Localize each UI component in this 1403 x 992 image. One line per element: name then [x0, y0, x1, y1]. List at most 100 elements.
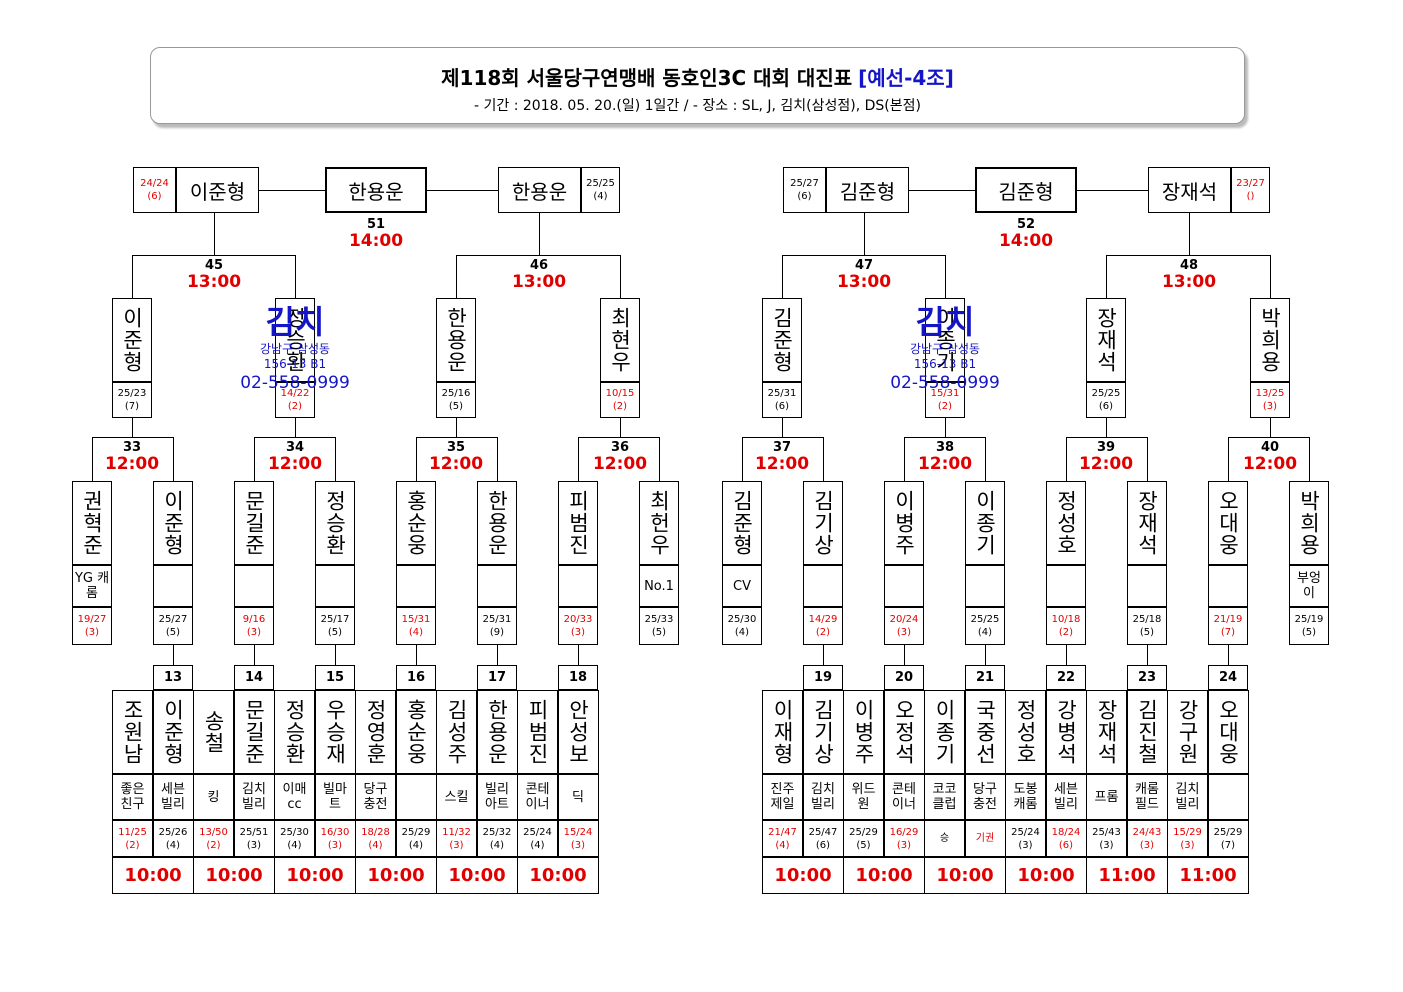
- final-player-a[interactable]: 이준형: [176, 167, 259, 213]
- match-number: 33: [122, 440, 142, 455]
- player-name-vertical[interactable]: 이준형: [112, 298, 152, 382]
- score-cell: 24/24(6): [133, 167, 176, 213]
- bracket-line: [1066, 437, 1147, 438]
- club-cell: [396, 565, 436, 607]
- player-name-vertical[interactable]: 권혁준: [72, 481, 112, 565]
- bracket-line: [945, 418, 946, 437]
- innings-value: (7): [1220, 839, 1236, 851]
- player-name-vertical[interactable]: 이종기: [965, 481, 1005, 565]
- final-winner: 한용운: [325, 167, 427, 213]
- innings-value: (4): [408, 627, 424, 638]
- score-value: 기권: [975, 833, 995, 844]
- player-name-vertical[interactable]: 최현우: [600, 298, 640, 382]
- player-name-vertical[interactable]: 최헌우: [639, 481, 679, 565]
- match-number-box: 19: [803, 665, 843, 690]
- player-name-vertical[interactable]: 장재석: [1127, 481, 1167, 565]
- player-name-vertical[interactable]: 정승환: [274, 690, 315, 774]
- bracket-line: [1066, 437, 1067, 481]
- player-name-vertical[interactable]: 장재석: [1086, 690, 1127, 774]
- score-cell: 25/24(4): [517, 820, 558, 857]
- score-cell: 11/32(3): [436, 820, 477, 857]
- player-name-vertical[interactable]: 강병석: [1045, 690, 1087, 774]
- innings-value: (4): [368, 839, 383, 851]
- player-name-vertical[interactable]: 오대웅: [1208, 481, 1248, 565]
- player-name-vertical[interactable]: 박희용: [1289, 481, 1329, 565]
- player-name-vertical[interactable]: 홍순웅: [395, 690, 437, 774]
- bracket-line: [214, 213, 215, 255]
- club-cell: [477, 565, 517, 607]
- club-cell: 빌마 트: [314, 774, 356, 820]
- club-cell: 콘테 이너: [517, 774, 558, 820]
- player-name-vertical[interactable]: 이준형: [153, 481, 193, 565]
- player-name-vertical[interactable]: 정성호: [1046, 481, 1086, 565]
- player-name-vertical[interactable]: 김준형: [762, 298, 802, 382]
- innings-value: (4): [734, 627, 750, 638]
- player-name-vertical[interactable]: 김기상: [802, 690, 844, 774]
- bracket-line: [173, 437, 174, 481]
- match-time-cell: 10:00: [843, 857, 925, 894]
- title-banner: 제118회 서울당구연맹배 동호인3C 대회 대진표[예선-4조] - 기간 :…: [150, 47, 1245, 124]
- player-name-vertical[interactable]: 조원남: [112, 690, 153, 774]
- player-name-vertical[interactable]: 송철: [193, 690, 234, 774]
- player-name-vertical[interactable]: 국중선: [964, 690, 1006, 774]
- club-cell: No.1: [639, 565, 679, 607]
- score-value: 11/25: [118, 826, 147, 838]
- innings-value: (6): [147, 191, 162, 202]
- final-player-b[interactable]: 한용운: [498, 167, 581, 213]
- player-name-vertical[interactable]: 피범진: [558, 481, 598, 565]
- match-number-box: 21: [965, 665, 1005, 690]
- score-cell: 25/43(3): [1086, 820, 1127, 857]
- player-name-vertical[interactable]: 피범진: [517, 690, 558, 774]
- player-name-vertical[interactable]: 장재석: [1086, 298, 1126, 382]
- match-time: 12:00: [917, 454, 973, 474]
- player-name-vertical[interactable]: 오대웅: [1207, 690, 1249, 774]
- player-name-vertical[interactable]: 문길준: [233, 690, 275, 774]
- player-name-vertical[interactable]: 한용운: [436, 298, 476, 382]
- player-name-vertical[interactable]: 김진철: [1126, 690, 1168, 774]
- player-name-vertical[interactable]: 정영훈: [355, 690, 396, 774]
- score-value: 15/31: [930, 388, 960, 399]
- player-name-vertical[interactable]: 이종기: [924, 690, 965, 774]
- player-name-vertical[interactable]: 박희용: [1250, 298, 1290, 382]
- player-name-vertical[interactable]: 오정석: [883, 690, 925, 774]
- final-player-a[interactable]: 김준형: [826, 167, 909, 213]
- player-name-vertical[interactable]: 홍순웅: [396, 481, 436, 565]
- score-cell: 15/31(2): [925, 382, 965, 418]
- player-name-vertical[interactable]: 이재형: [762, 690, 803, 774]
- player-name-vertical[interactable]: 한용운: [476, 690, 518, 774]
- player-name-vertical[interactable]: 문길준: [234, 481, 274, 565]
- match-number: 37: [772, 440, 792, 455]
- player-name-vertical[interactable]: 이준형: [152, 690, 194, 774]
- bracket-line: [416, 437, 417, 481]
- club-cell: [1046, 565, 1086, 607]
- venue-address: 강남구 삼성동: [259, 342, 331, 356]
- match-time: 12:00: [592, 454, 648, 474]
- player-name-vertical[interactable]: 한용운: [477, 481, 517, 565]
- player-name-vertical[interactable]: 정성호: [1005, 690, 1046, 774]
- player-name-vertical[interactable]: 정승환: [275, 298, 315, 382]
- club-cell: 콘테 이너: [883, 774, 925, 820]
- score-value: 25/29: [401, 826, 431, 838]
- bracket-line: [620, 418, 621, 437]
- venue-address: 강남구 삼성동: [909, 342, 981, 356]
- player-name-vertical[interactable]: 우승재: [314, 690, 356, 774]
- match-number: 35: [446, 440, 466, 455]
- club-cell: [884, 565, 924, 607]
- player-name-vertical[interactable]: 강구원: [1167, 690, 1208, 774]
- bracket-line: [497, 645, 498, 665]
- player-name-vertical[interactable]: 정승환: [315, 481, 355, 565]
- score-value: 18/24: [1051, 826, 1081, 838]
- score-cell: 14/22(2): [275, 382, 315, 418]
- player-name-vertical[interactable]: 안성보: [557, 690, 599, 774]
- player-name-vertical[interactable]: 김성주: [436, 690, 477, 774]
- player-name-vertical[interactable]: 김준형: [722, 481, 762, 565]
- player-name-vertical[interactable]: 이병주: [884, 481, 924, 565]
- score-cell: 15/29(3): [1167, 820, 1208, 857]
- player-name-vertical[interactable]: 이병주: [843, 690, 884, 774]
- player-name-vertical[interactable]: 김기상: [803, 481, 843, 565]
- match-number: 45: [204, 258, 224, 273]
- match-time-cell: 10:00: [762, 857, 844, 894]
- final-player-b[interactable]: 장재석: [1148, 167, 1231, 213]
- player-name-vertical[interactable]: 이종기: [925, 298, 965, 382]
- score-cell: 기권: [964, 820, 1006, 857]
